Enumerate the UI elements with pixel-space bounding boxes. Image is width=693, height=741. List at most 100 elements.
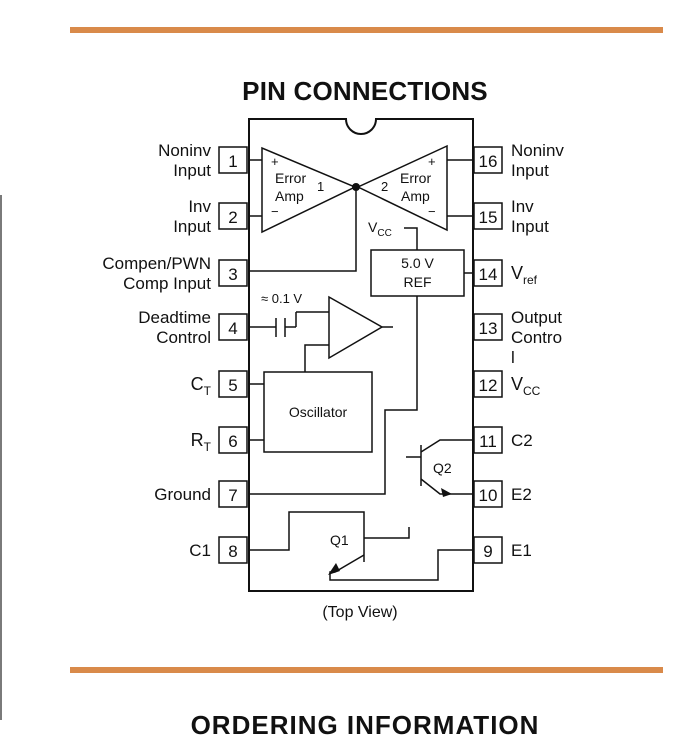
pin-box [218, 370, 248, 398]
ref-line1: 5.0 V [401, 255, 434, 271]
vcc-wire [404, 227, 418, 250]
pin-9: 9 E1 [473, 536, 532, 564]
pin-number: 5 [228, 376, 237, 395]
oscillator-label: Oscillator [289, 404, 348, 420]
pin-box [218, 426, 248, 454]
pin-box [473, 313, 503, 341]
pin-box [218, 480, 248, 508]
pin-box [473, 202, 503, 230]
pin-number: 8 [228, 542, 237, 561]
pin-number: 2 [228, 208, 237, 227]
amp2-name-line1: Error [400, 170, 431, 186]
view-label: (Top View) [322, 604, 397, 621]
amp1-name-line1: Error [275, 170, 306, 186]
pin-number: 13 [479, 319, 498, 338]
pin-box [218, 259, 248, 287]
pin-box [218, 146, 248, 174]
pin-box [218, 536, 248, 564]
amp2-name-line2: Amp [401, 188, 430, 204]
pin-box [473, 259, 503, 287]
vcc-label: VCC [368, 219, 392, 239]
pin-label: VCC [511, 374, 541, 398]
pin-label: E2 [511, 485, 532, 504]
pin-label: RT [191, 430, 212, 454]
pin-number: 6 [228, 432, 237, 451]
next-section-title: ORDERING INFORMATION [190, 710, 540, 740]
amp1-plus: + [271, 154, 279, 169]
amp2-number: 2 [381, 179, 388, 194]
pin-box [218, 313, 248, 341]
top-divider [70, 27, 663, 33]
deadtime-offset-source [249, 311, 329, 337]
pin-number: 7 [228, 486, 237, 505]
oscillator-block [263, 371, 373, 453]
pin-label: Input [511, 161, 549, 180]
comp-wire [249, 187, 357, 272]
deadtime-offset: ≈ 0.1 V [261, 291, 302, 306]
pin-label: Comp Input [123, 274, 211, 293]
pin-number: 15 [479, 208, 498, 227]
pin-number: 16 [479, 152, 498, 171]
ref-ground-wire [249, 296, 418, 495]
q1-label: Q1 [330, 532, 349, 548]
pin-label: C2 [511, 431, 533, 450]
pin-7: 7 Ground [154, 480, 248, 508]
pin-label: Control [156, 328, 211, 347]
pin-label: Input [511, 217, 549, 236]
pin-label: Deadtime [138, 308, 211, 327]
q2-transistor [406, 439, 473, 495]
pin-number: 11 [479, 432, 497, 451]
pin-box [473, 536, 503, 564]
amp2-minus: − [428, 204, 436, 219]
pin-label: Compen/PWN [102, 254, 211, 273]
pin-11: 11 C2 [473, 426, 533, 454]
pin-label: CT [191, 374, 212, 398]
pin-label: Contro [511, 328, 562, 347]
comparator-osc-wire [304, 344, 329, 372]
pin-box [473, 146, 503, 174]
amp2-plus: + [428, 154, 436, 169]
pin-12: 12 VCC [473, 370, 541, 398]
amp1-minus: − [271, 204, 279, 219]
pin-label: Ground [154, 485, 211, 504]
page-edge [0, 195, 2, 720]
pin-label: Inv [511, 197, 534, 216]
pin-number: 10 [479, 486, 498, 505]
pin-label: Input [173, 161, 211, 180]
pin-label: Input [173, 217, 211, 236]
section-title: PIN CONNECTIONS [242, 76, 488, 106]
pin-8: 8 C1 [189, 536, 248, 564]
pin-number: 9 [483, 542, 492, 561]
pin-label: Noninv [511, 141, 564, 160]
pin-5: 5 CT [191, 370, 248, 398]
pin-6: 6 RT [191, 426, 248, 454]
pin-label: Output [511, 308, 562, 327]
q2-arrow [441, 488, 452, 497]
pin-number: 14 [479, 265, 498, 284]
pin-number: 12 [479, 376, 498, 395]
q1-transistor [249, 511, 473, 581]
amp1-name-line2: Amp [275, 188, 304, 204]
pin-label: C1 [189, 541, 211, 560]
pin-label: E1 [511, 541, 532, 560]
pin-label: Noninv [158, 141, 211, 160]
pin-box [218, 202, 248, 230]
error-amp-1 [249, 146, 357, 234]
pin-number: 1 [228, 152, 237, 171]
bottom-divider [70, 667, 663, 673]
ic-body [248, 118, 474, 592]
pin-box [473, 480, 503, 508]
q1-arrow [328, 563, 340, 575]
pin-number: 4 [228, 319, 237, 338]
pin-label: Inv [188, 197, 211, 216]
